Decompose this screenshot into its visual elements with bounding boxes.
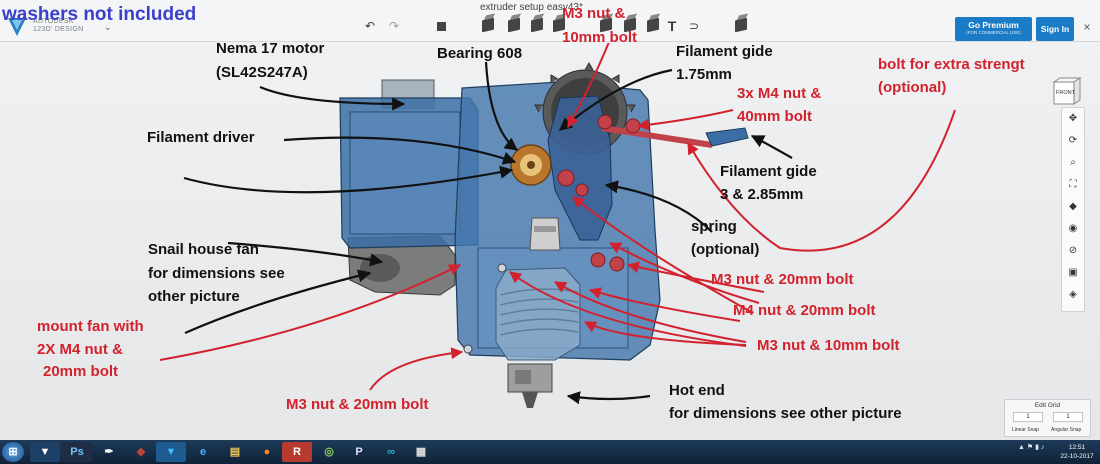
label-nema-motor: Nema 17 motor	[216, 40, 325, 57]
zoom-icon[interactable]: ⌕	[1070, 157, 1076, 168]
label-m3-nut-20-bottom: M3 nut & 20mm bolt	[286, 396, 429, 413]
label-spring: spring	[691, 218, 737, 235]
label-bolt-extra-optional: (optional)	[878, 79, 947, 96]
orbit-icon[interactable]: ⟳	[1068, 135, 1078, 146]
label-mount-fan-bolt: 20mm bolt	[43, 363, 119, 380]
label-snail-fan-pic: other picture	[148, 288, 240, 305]
label-filament-gide-top: Filament gide	[676, 43, 773, 60]
sketch-icon[interactable]	[482, 17, 494, 33]
label-filament-gide-right-size: 3 & 2.85mm	[720, 186, 804, 203]
linear-snap-label: Linear Snap	[1012, 427, 1039, 433]
label-3x-m4-nut: 3x M4 nut &	[737, 85, 822, 102]
clock[interactable]: 12:51 22-10-2017	[1058, 443, 1096, 461]
label-filament-gide-right: Filament gide	[720, 163, 817, 180]
edit-grid-button[interactable]: Edit Grid	[1034, 402, 1061, 409]
view-cube[interactable]: FRONT	[1050, 74, 1084, 108]
label-snail-fan-dim: for dimensions see	[148, 265, 285, 282]
label-m3-bolt-top: 10mm bolt	[562, 29, 638, 46]
redo-icon[interactable]: ↷	[388, 19, 400, 33]
label-filament-driver: Filament driver	[147, 129, 255, 146]
go-premium-button[interactable]: Go Premium (FOR COMMERCIAL USE)	[955, 17, 1032, 41]
chrome[interactable]: ◎	[324, 446, 334, 458]
start-button[interactable]: ⊞	[2, 442, 24, 462]
label-m3-nut-20-right: M3 nut & 20mm bolt	[711, 271, 854, 288]
app-logo-text: AUTODESK 123D' DESIGN	[33, 18, 83, 34]
clock-time: 12:51	[1068, 444, 1086, 451]
logo-text-bottom: 123D' DESIGN	[33, 26, 84, 33]
label-bearing: Bearing 608	[437, 45, 523, 62]
navigation-bar: ✥ ⟳ ⌕ ⛶ ◆ ◉ ⊘ ▣ ◈	[1061, 107, 1085, 312]
app-menu-chevron-icon[interactable]: ⌄	[104, 22, 112, 32]
label-nema-model: (SL42S247A)	[216, 64, 308, 81]
linear-snap-input[interactable]: 1	[1013, 412, 1043, 422]
123d-app[interactable]: ▼	[30, 442, 60, 462]
close-icon[interactable]: ×	[1083, 20, 1091, 34]
clock-date: 22-10-2017	[1060, 453, 1094, 460]
top-bar: AUTODESK 123D' DESIGN ⌄ extruder setup e…	[0, 0, 1100, 42]
add-primitive-icon[interactable]	[432, 18, 450, 34]
pidgin[interactable]: ▦	[415, 446, 427, 458]
snap-icon[interactable]: ⊃	[688, 19, 700, 33]
fit-icon[interactable]: ⛶	[1069, 179, 1077, 190]
label-filament-gide-top-size: 1.75mm	[676, 66, 732, 83]
revit[interactable]: R	[282, 442, 312, 462]
edit-grid-panel: Edit Grid 1 1 Linear Snap Angular Snap	[1004, 399, 1091, 437]
app-logo-icon	[8, 18, 26, 36]
file-explorer[interactable]: ▤	[229, 446, 241, 458]
view-icon[interactable]: ◆	[1069, 201, 1077, 212]
undo-icon[interactable]: ↶	[364, 19, 376, 33]
label-hot-end-dim: for dimensions see other picture	[669, 405, 902, 422]
label-hot-end: Hot end	[669, 382, 725, 399]
text-icon[interactable]: T	[667, 18, 677, 34]
label-mount-fan-nut: 2X M4 nut &	[37, 341, 123, 358]
measure-icon[interactable]	[647, 17, 659, 33]
label-m4-nut-20: M4 nut & 20mm bolt	[733, 302, 876, 319]
arduino[interactable]: ∞	[387, 446, 395, 458]
go-premium-sublabel: (FOR COMMERCIAL USE)	[966, 30, 1021, 35]
label-40mm-bolt: 40mm bolt	[737, 108, 813, 125]
ie-browser[interactable]: e	[199, 446, 207, 458]
document-title: extruder setup easy43*	[480, 2, 583, 13]
media-player[interactable]: P	[355, 446, 363, 458]
label-snail-fan: Snail house fan	[148, 241, 259, 258]
hide-icon[interactable]: ⊘	[1068, 245, 1078, 256]
screenshot-icon[interactable]: ▣	[1068, 267, 1078, 278]
visibility-icon[interactable]: ◉	[1068, 223, 1078, 234]
123d-active-app[interactable]: ▼	[156, 442, 186, 462]
taskbar: ⊞ ▼ Ps ✒ ◆ ▼ e ▤ ● R ◎ P ∞ ▦ ▲ ⚑ ▮ ♪ 12:…	[0, 440, 1100, 464]
firefox[interactable]: ●	[263, 446, 271, 458]
logo-text-top: AUTODESK	[33, 18, 74, 25]
sign-in-button[interactable]: Sign In	[1036, 17, 1074, 41]
modify-icon[interactable]	[531, 17, 543, 33]
label-spring-optional: (optional)	[691, 241, 760, 258]
inkscape-icon[interactable]: ✒	[104, 446, 114, 458]
pan-icon[interactable]: ✥	[1068, 113, 1078, 124]
photoshop[interactable]: Ps	[62, 442, 92, 462]
sketchup-icon[interactable]: ◆	[136, 446, 146, 458]
material-view-icon[interactable]: ◈	[1069, 289, 1077, 300]
angular-snap-label: Angular Snap	[1051, 427, 1082, 433]
overlay-title: washers not included	[2, 4, 197, 25]
angular-snap-input[interactable]: 1	[1053, 412, 1083, 422]
material-icon[interactable]	[735, 17, 747, 33]
label-m3-nut-10-right: M3 nut & 10mm bolt	[757, 337, 900, 354]
3d-viewport[interactable]: Nema 17 motor (SL42S247A) Bearing 608 M3…	[0, 5, 1100, 440]
label-m3-nut-top: M3 nut &	[562, 5, 626, 22]
extruder-model	[159, 43, 956, 408]
go-premium-label: Go Premium	[968, 20, 1019, 30]
system-tray[interactable]: ▲ ⚑ ▮ ♪	[1018, 444, 1045, 451]
label-mount-fan: mount fan with	[37, 318, 144, 335]
viewcube-front-label: FRONT	[1056, 90, 1076, 96]
construct-icon[interactable]	[508, 17, 520, 33]
label-bolt-extra: bolt for extra strengt	[878, 56, 1025, 73]
